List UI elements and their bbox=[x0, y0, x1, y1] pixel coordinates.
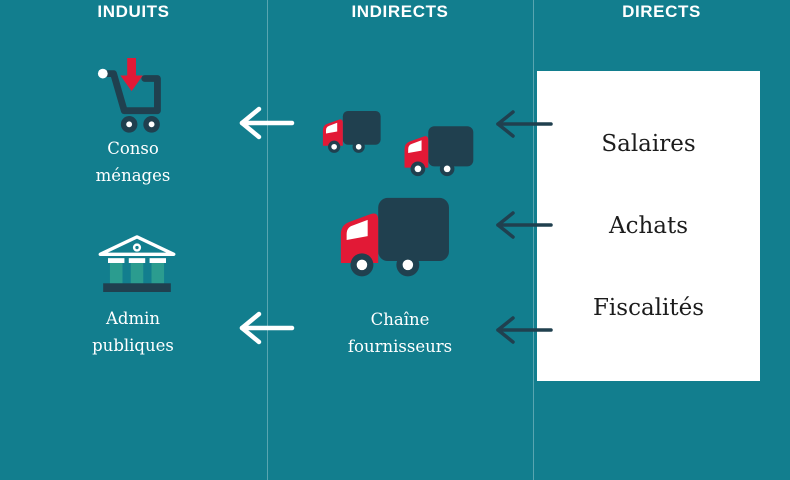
truck-small-icon bbox=[320, 110, 382, 157]
directs-item-salaires: Salaires bbox=[601, 131, 696, 157]
column-divider bbox=[267, 0, 268, 480]
arrow-directs-to-indirects-icon bbox=[496, 316, 553, 344]
directs-card: Salaires Achats Fiscalités bbox=[537, 71, 760, 381]
truck-large-icon bbox=[336, 196, 451, 284]
column-header-induits: INDUITS bbox=[97, 2, 170, 21]
column-header-directs: DIRECTS bbox=[622, 2, 701, 21]
bank-icon bbox=[98, 235, 176, 292]
arrow-directs-to-indirects-icon bbox=[496, 211, 553, 239]
indirects-label-chaine-fournisseurs: Chaîne fournisseurs bbox=[347, 310, 453, 356]
arrow-indirects-to-induits-icon bbox=[239, 106, 295, 140]
shopping-cart-icon bbox=[97, 58, 161, 133]
column-divider bbox=[533, 0, 534, 480]
directs-item-fiscalites: Fiscalités bbox=[592, 295, 705, 321]
induits-label-admin-publiques: Admin publiques bbox=[92, 309, 174, 355]
directs-item-achats: Achats bbox=[608, 213, 689, 239]
induits-label-conso-menages: Conso ménages bbox=[95, 139, 171, 185]
column-header-indirects: INDIRECTS bbox=[351, 2, 449, 21]
truck-medium-icon bbox=[401, 125, 475, 181]
arrow-indirects-to-induits-icon bbox=[239, 311, 295, 345]
arrow-directs-to-indirects-icon bbox=[496, 110, 553, 138]
